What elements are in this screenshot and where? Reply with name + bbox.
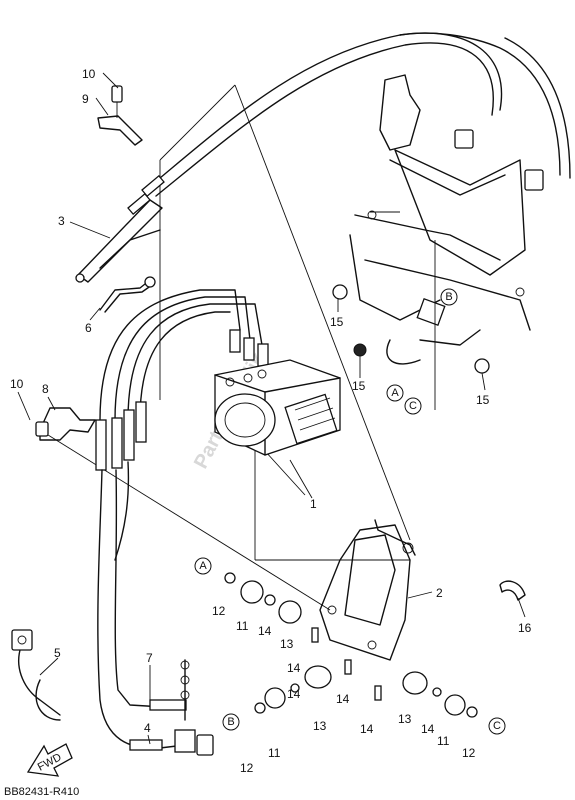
callout-13: 13 bbox=[398, 712, 412, 726]
ref-B: B bbox=[227, 716, 234, 728]
abs-unit bbox=[214, 359, 341, 456]
fwd-arrow: FWD bbox=[26, 743, 73, 777]
callout-2: 2 bbox=[436, 586, 443, 600]
brake-hoses-lower bbox=[11, 461, 187, 751]
ref-B: B bbox=[445, 291, 452, 303]
reference-lines bbox=[39, 84, 411, 611]
callout-11: 11 bbox=[236, 619, 249, 633]
callout-4: 4 bbox=[144, 721, 151, 735]
callout-15: 15 bbox=[352, 379, 366, 393]
ref-A: A bbox=[391, 387, 399, 399]
callout-15: 15 bbox=[330, 315, 344, 329]
callout-12: 12 bbox=[212, 604, 226, 618]
brake-hoses-upper bbox=[147, 32, 571, 197]
dampers bbox=[224, 572, 478, 718]
ref-C: C bbox=[493, 720, 501, 732]
callout-14: 14 bbox=[258, 624, 272, 638]
ref-C: C bbox=[409, 400, 417, 412]
callout-12: 12 bbox=[462, 746, 476, 760]
callout-15: 15 bbox=[476, 393, 490, 407]
sensor-hose-7 bbox=[174, 659, 214, 756]
callout-10: 10 bbox=[10, 377, 24, 391]
frame-bracket bbox=[332, 74, 544, 410]
callout-14: 14 bbox=[421, 722, 435, 736]
callout-13: 13 bbox=[280, 637, 294, 651]
diagram-code: BB82431-R410 bbox=[4, 786, 79, 798]
brake-lines-bundle bbox=[95, 289, 269, 471]
brake-pipe-3 bbox=[75, 174, 165, 283]
ref-A: A bbox=[199, 560, 207, 572]
callout-leaders bbox=[17, 72, 526, 745]
callout-1: 1 bbox=[310, 497, 317, 511]
callout-9: 9 bbox=[82, 92, 89, 106]
callout-14: 14 bbox=[287, 661, 301, 675]
callout-13: 13 bbox=[313, 719, 327, 733]
callout-3: 3 bbox=[58, 214, 65, 228]
callout-numbers: 10 9 3 6 10 8 1 2 5 7 4 15 15 15 16 12 1… bbox=[10, 67, 532, 775]
callout-7: 7 bbox=[146, 651, 153, 665]
callout-8: 8 bbox=[42, 382, 49, 396]
callout-5: 5 bbox=[54, 646, 61, 660]
brake-pipe-6 bbox=[99, 229, 161, 313]
callout-14: 14 bbox=[287, 687, 301, 701]
circled-refs: B A C A B C bbox=[194, 288, 506, 735]
callout-12: 12 bbox=[240, 761, 254, 775]
callout-14: 14 bbox=[360, 722, 374, 736]
callout-14: 14 bbox=[336, 692, 350, 706]
callout-11: 11 bbox=[268, 746, 281, 760]
callout-11: 11 bbox=[437, 734, 450, 748]
mount-bracket-2 bbox=[319, 519, 416, 661]
clip-16 bbox=[499, 580, 526, 601]
clamp-9 bbox=[97, 85, 143, 146]
callout-10: 10 bbox=[82, 67, 96, 81]
clamp-8 bbox=[35, 407, 96, 441]
callout-6: 6 bbox=[85, 321, 92, 335]
callout-16: 16 bbox=[518, 621, 532, 635]
